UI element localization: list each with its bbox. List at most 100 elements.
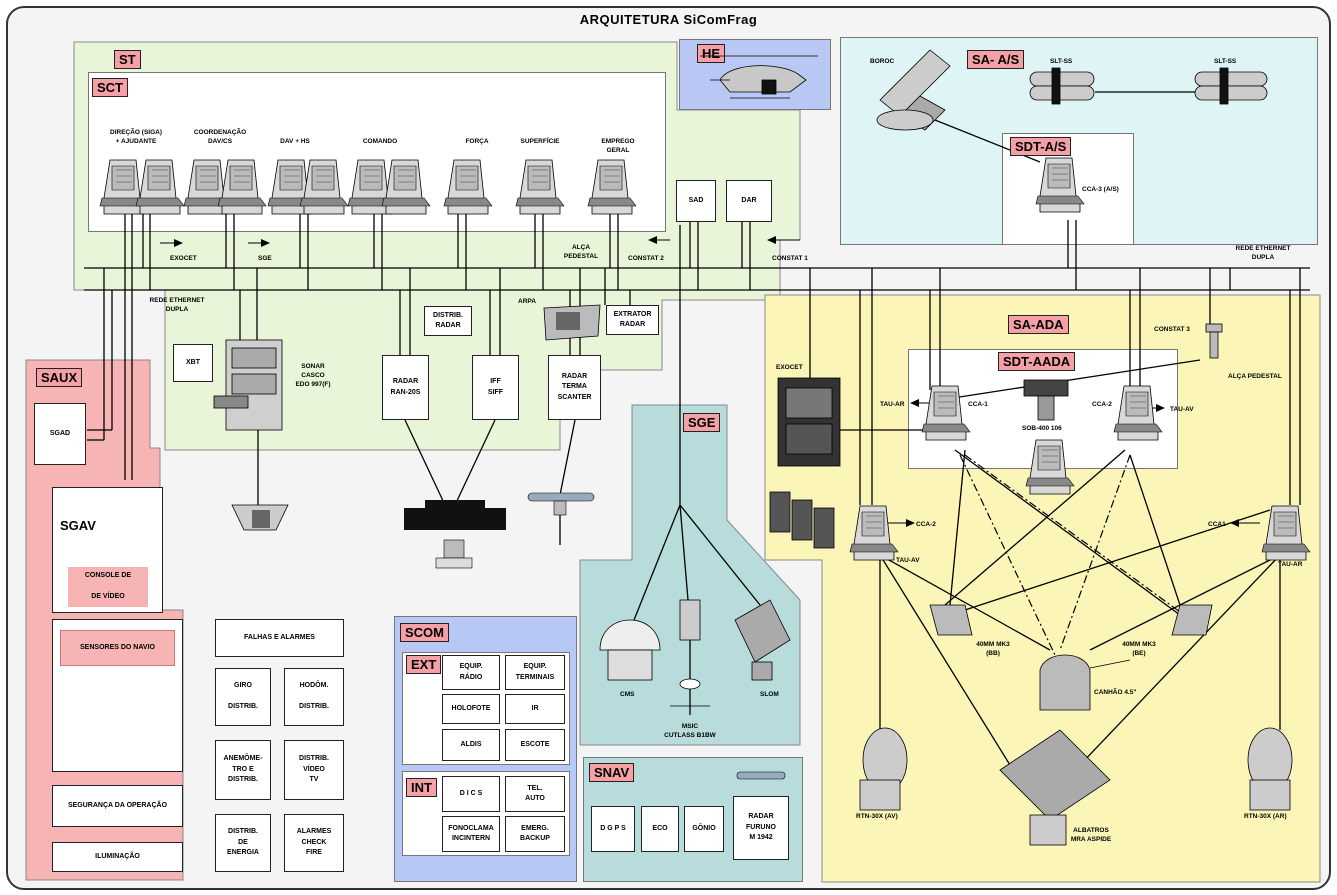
sonar-cabinet (213, 339, 283, 431)
tag-sa-as: SA- A/S (967, 50, 1025, 69)
box-xbt: XBT (173, 344, 213, 382)
box-giro: GIRO DISTRIB. (215, 668, 271, 726)
label-slt-1: SLT-SS (1050, 58, 1073, 65)
box-equip-terminais: EQUIP. TERMINAIS (505, 655, 565, 690)
console-label-superficie: SUPERFÍCIE (520, 138, 560, 145)
label-cutlass: MSIC CUTLASS B1BW (664, 723, 716, 740)
box-iff: IFF SIFF (472, 355, 519, 420)
box-radar-ram: RADAR RAN-20S (382, 355, 429, 420)
box-iluminacao: ILUMINAÇÃO (52, 842, 183, 872)
box-fonoclama: FONOCLAMA INCINTERN (442, 816, 500, 852)
box-distrib-radar: DISTRIB. RADAR (424, 306, 472, 336)
console-label-forca: FORÇA (465, 138, 489, 145)
furuno-antenna (736, 771, 786, 780)
rtn-radar-1 (859, 727, 908, 811)
box-distrib-energia: DISTRIB. DE ENERGIA (215, 814, 271, 872)
box-consoles-video: CONSOLE DE DE VÍDEO (68, 567, 148, 607)
label-constat1: CONSTAT 1 (772, 255, 808, 262)
console-label-dav-hs: DAV + HS (280, 138, 310, 145)
label-boroc: BOROC (870, 58, 895, 65)
label-alca-pedestal: ALÇA PEDESTAL (1228, 373, 1282, 380)
label-sge-arrow: SGE (258, 255, 272, 262)
box-aldis: ALDIS (442, 729, 500, 761)
tag-sge: SGE (683, 413, 721, 432)
tag-saux: SAUX (36, 368, 83, 387)
gun-40mm-2 (1171, 604, 1213, 636)
label-cca3: CCA-3 (A/S) (1082, 186, 1119, 193)
label-sonar: SONAR CASCO EDO 997(F) (295, 363, 331, 389)
console-label-direcao: DIREÇÃO (SIGA) + AJUDANTE (110, 129, 162, 146)
albatros-launcher (999, 729, 1111, 846)
exocet-cabinet (777, 377, 841, 467)
label-rtn-1: RTN-30X (AV) (856, 813, 898, 820)
box-sgad: SGAD (34, 403, 86, 465)
label-slt-2: SLT-SS (1214, 58, 1237, 65)
tag-int: INT (406, 778, 437, 797)
label-arpa: ARPA (518, 298, 536, 305)
label-cca2-low: CCA-2 (916, 521, 936, 528)
tag-sct: SCT (92, 78, 128, 97)
exocet-launchers (769, 491, 835, 549)
arpa-display (543, 304, 601, 341)
alca-pedestal-device (1205, 323, 1223, 359)
sonar-dome-grid (252, 510, 270, 528)
box-falhas: FALHAS E ALARMES (215, 619, 344, 657)
box-seguranca: SEGURANÇA DA OPERAÇÃO (52, 785, 183, 827)
label-gun40-1: 40MM MK3 (BB) (976, 641, 1010, 658)
box-holofote: HOLOFOTE (442, 694, 500, 724)
label-tau-ar-1: TAU-AR (880, 401, 905, 408)
slt-tubes-2 (1194, 67, 1268, 105)
diagram-title: ARQUITETURA SiComFrag (579, 12, 758, 27)
label-cca2-top: CCA-2 (1092, 401, 1112, 408)
tag-ext: EXT (406, 655, 442, 674)
region-sa-ada-area (764, 294, 1321, 883)
label-cca1-low: CCA1 (1208, 521, 1226, 528)
box-tel-auto: TEL. AUTO (505, 776, 565, 812)
label-slom: SLOM (760, 691, 779, 698)
label-rtn-2: RTN-30X (AR) (1244, 813, 1287, 820)
label-sob: SOB-400 106 (1022, 425, 1062, 432)
tag-snav: SNAV (589, 763, 635, 782)
rtn-radar-2 (1247, 727, 1293, 811)
tag-he: HE (697, 44, 726, 63)
box-dics: D I C S (442, 776, 500, 812)
radar-terma-antenna (527, 492, 595, 516)
console-label-comando: COMANDO (362, 138, 398, 145)
helicopter (700, 55, 818, 99)
label-sgav: SGAV (60, 518, 96, 533)
box-equip-radio: EQUIP. RÁDIO (442, 655, 500, 690)
box-radar-terma: RADAR TERMA SCANTER (548, 355, 601, 420)
box-eco: ECO (641, 806, 679, 852)
console-label-emprego: EMPREGO GERAL (601, 138, 635, 155)
label-exocet-1: EXOCET (170, 255, 197, 262)
radar-ran-antenna (404, 500, 506, 569)
tag-st: ST (114, 50, 141, 69)
box-distrib-video: DISTRIB. VÍDEO TV (284, 740, 344, 800)
box-ir: IR (505, 694, 565, 724)
box-radar-furuno: RADAR FURUNO M 1942 (733, 796, 789, 860)
box-sad: SAD (676, 180, 716, 222)
sob-director (1023, 379, 1069, 421)
box-escote: ESCOTE (505, 729, 565, 761)
label-rede-ethernet-left: REDE ETHERNET DUPLA (149, 297, 205, 314)
console-label-coordenacao: COORDENAÇÃO DAV/CS (193, 129, 247, 146)
tag-sa-ada: SA-ADA (1008, 315, 1069, 334)
box-alarmes-check: ALARMES CHECK FIRE (284, 814, 344, 872)
label-constat2: CONSTAT 2 (628, 255, 664, 262)
canhao-gun (1039, 654, 1131, 711)
box-anemometro: ANEMÔME- TRO E DISTRIB. (215, 740, 271, 800)
box-hodom: HODÔM. DISTRIB. (284, 668, 344, 726)
box-gonio: GÔNIO (684, 806, 724, 852)
slt-tubes-1 (1029, 67, 1095, 105)
box-dgps: D G P S (591, 806, 635, 852)
boroc-launcher (876, 49, 951, 131)
tag-sdt-as: SDT-A/S (1010, 137, 1072, 156)
label-rede-ethernet-right: REDE ETHERNET DUPLA (1235, 245, 1291, 262)
label-tau-ar-2: TAU-AR (1278, 561, 1303, 568)
slom-antenna (734, 599, 791, 681)
box-sensores: SENSORES DO NAVIO (60, 630, 175, 666)
label-albatros: ALBATROS MRA ASPIDE (1070, 827, 1112, 844)
label-tau-av-1: TAU-AV (1170, 406, 1194, 413)
